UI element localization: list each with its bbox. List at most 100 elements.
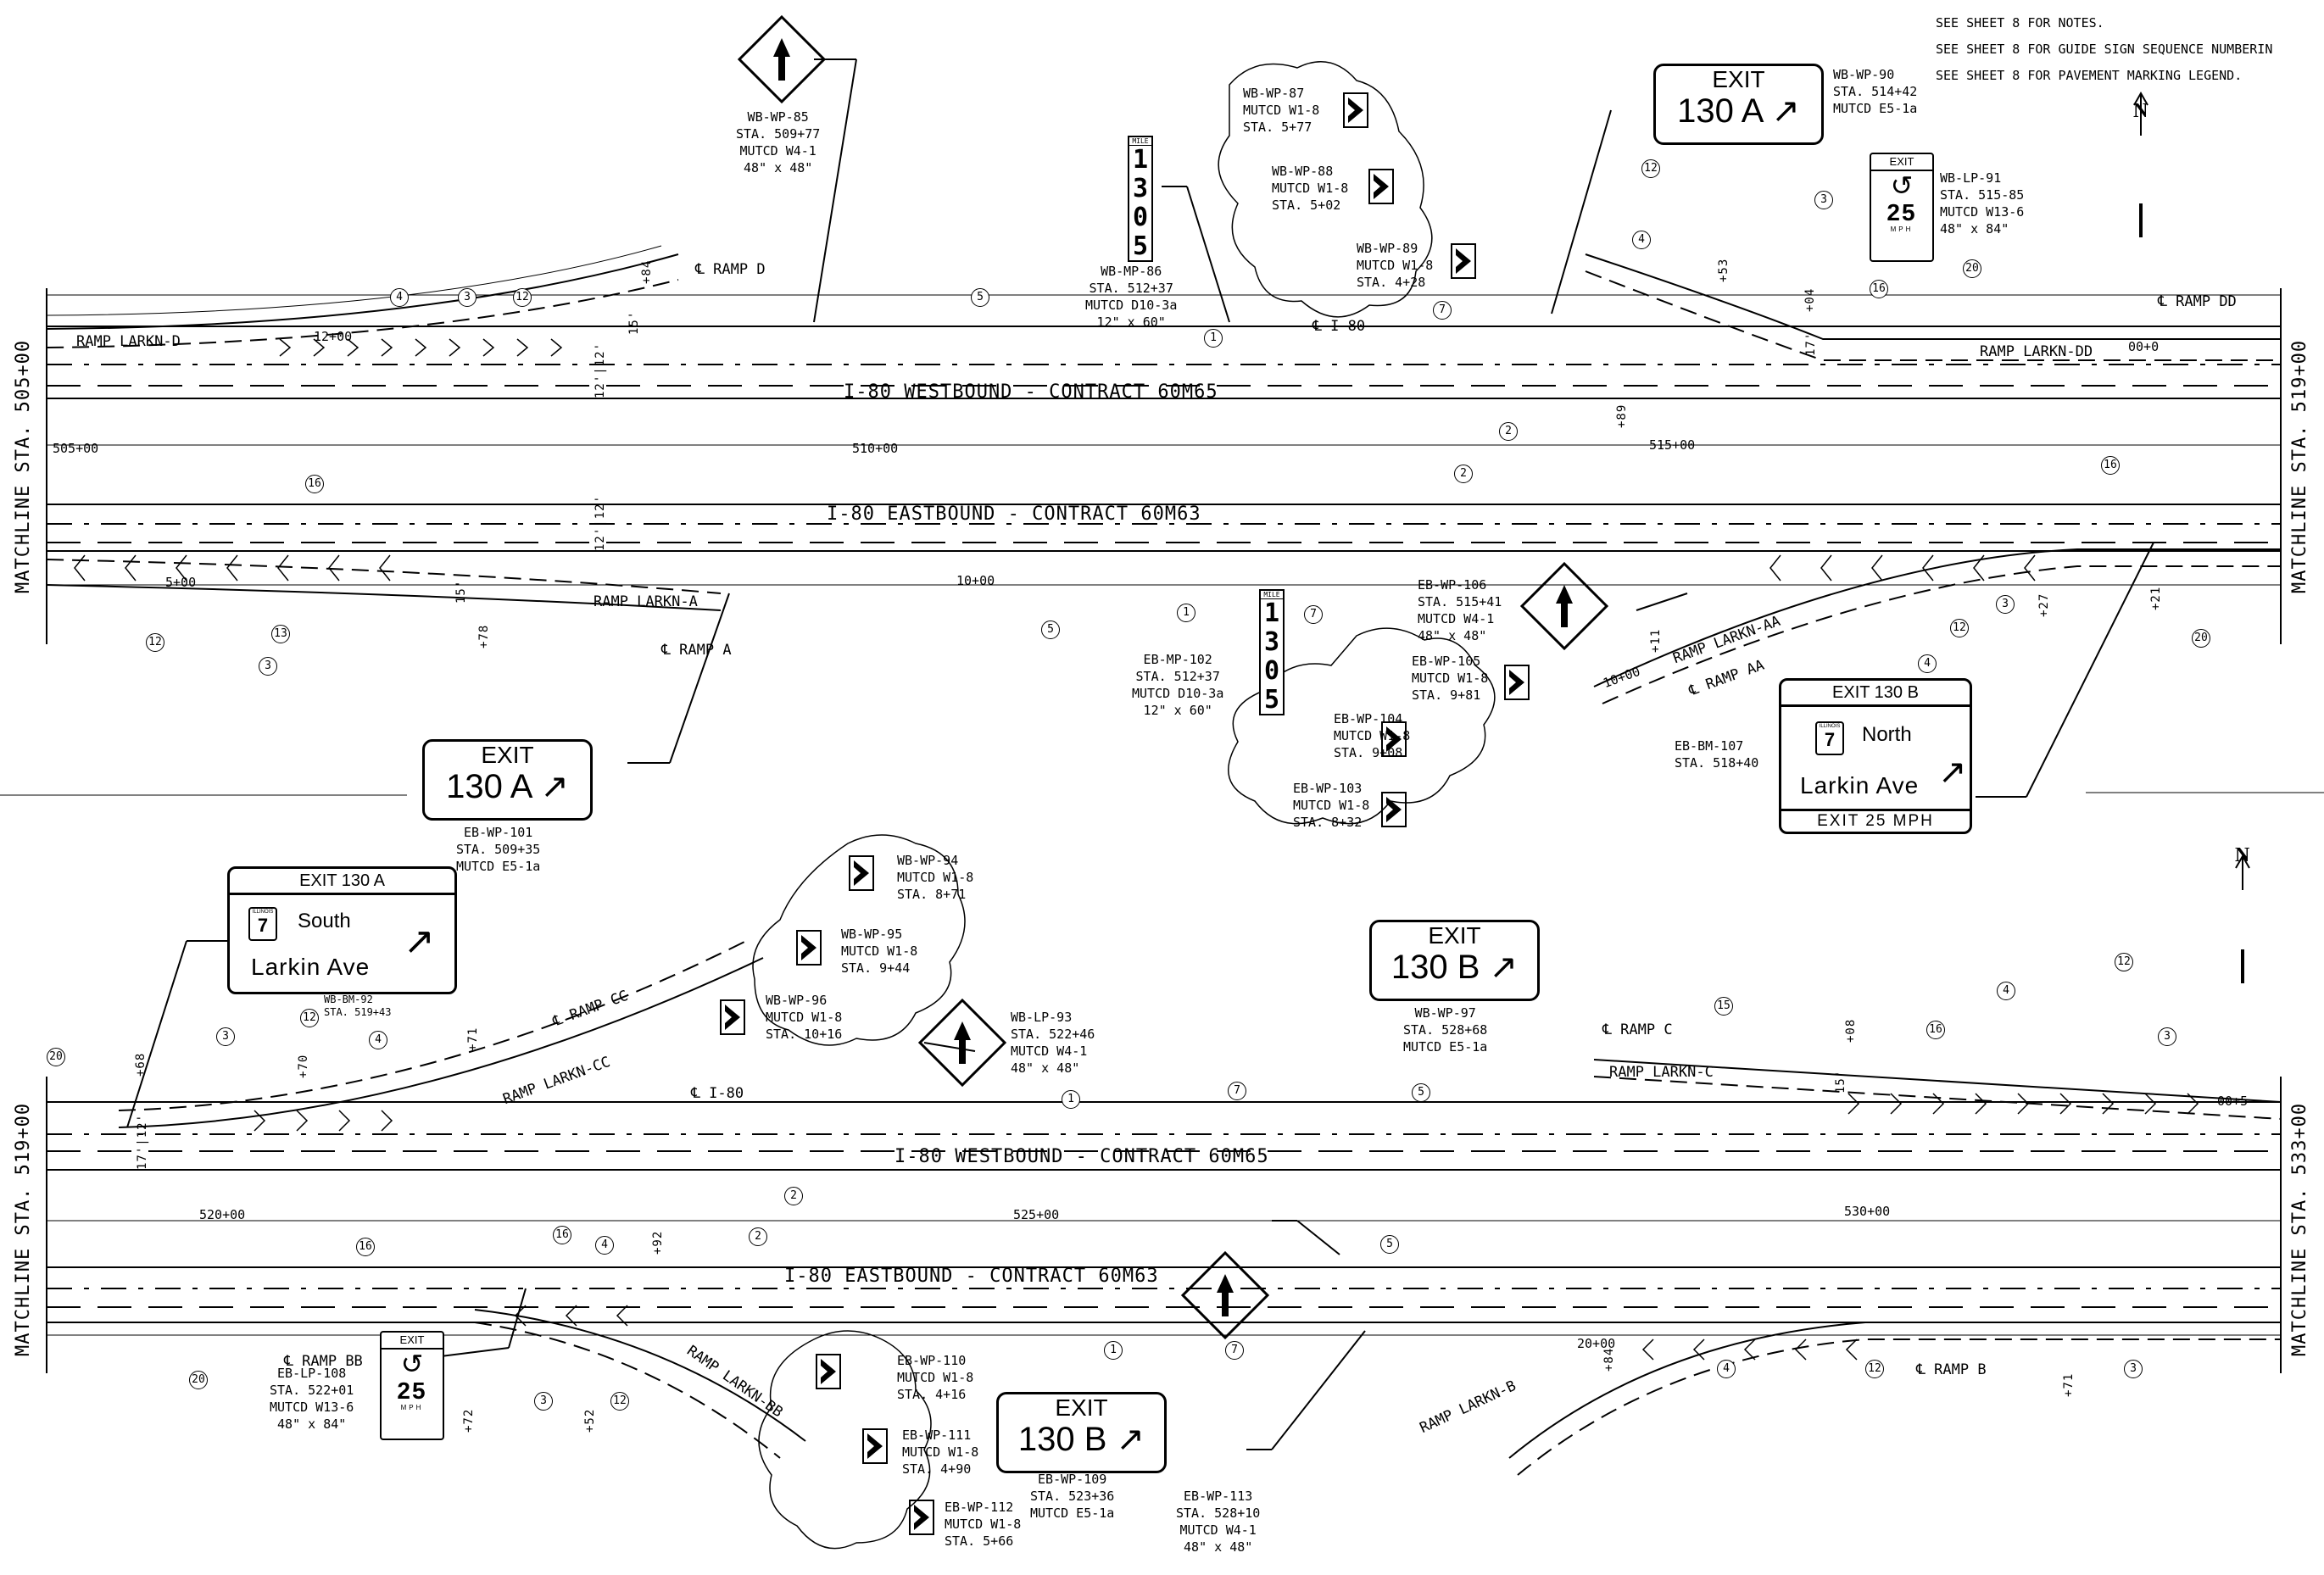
exit-number: 130 A <box>446 768 532 805</box>
legend-callout: 1 <box>1104 1341 1123 1360</box>
station-label: 00+5 <box>2217 1094 2249 1109</box>
ramp-label: RAMP LARKN-D <box>76 333 181 350</box>
station-offset: +53 <box>1717 258 1730 282</box>
north-arrow-label: N <box>2133 100 2148 122</box>
road-label-wb: I-80 WESTBOUND - CONTRACT 60M65 <box>844 381 1218 403</box>
dimension-label: 15' <box>1834 1069 1847 1094</box>
legend-callout: 3 <box>2124 1360 2143 1378</box>
legend-callout: 4 <box>390 288 409 307</box>
loop-arrow-icon: ↺ <box>400 1349 424 1379</box>
station-offset: +04 <box>1803 287 1817 312</box>
legend-callout: 7 <box>1225 1341 1244 1360</box>
dimension-label: 17'|12' <box>136 1113 149 1170</box>
guide-place: Larkin Ave <box>1800 772 1920 799</box>
ramp-centerline-label: ℄ RAMP BB <box>284 1353 363 1370</box>
speed-value: 25 <box>397 1377 427 1404</box>
exit-number: 130 A <box>1677 92 1763 130</box>
sign-callout: WB-WP-85 STA. 509+77 MUTCD W4-1 48" x 48… <box>736 109 821 175</box>
matchline-label: MATCHLINE STA. 505+00 <box>13 339 34 593</box>
station-label: 515+00 <box>1649 437 1696 453</box>
sign-callout: EB-LP-108 STA. 522+01 MUTCD W13-6 48" x … <box>270 1366 354 1432</box>
arrow-up-right-icon: ↗ <box>404 921 435 962</box>
sign-callout: WB-WP-97 STA. 528+68 MUTCD E5-1a <box>1403 1005 1488 1055</box>
station-label: 20+00 <box>1577 1336 1616 1351</box>
exit-speed-sign: EXIT ↺ 25 MPH <box>380 1331 444 1440</box>
exit-number: 130 B <box>1017 1421 1107 1458</box>
station-offset: +68 <box>134 1052 148 1077</box>
legend-callout: 12 <box>513 288 532 307</box>
exit-number: 130 B <box>1390 949 1480 986</box>
speed-unit: MPH <box>1890 225 1914 233</box>
legend-callout: 2 <box>749 1227 767 1246</box>
station-offset: +21 <box>2149 586 2163 610</box>
legend-callout: 3 <box>259 657 277 676</box>
sign-callout: EB-WP-113 STA. 528+10 MUTCD W4-1 48" x 4… <box>1176 1489 1261 1555</box>
matchline-label: MATCHLINE STA. 519+00 <box>13 1102 34 1356</box>
exit-sign-130a: EXIT 130 A ↗ <box>1653 64 1824 145</box>
legend-callout: 1 <box>1177 604 1195 622</box>
sign-callout: EB-WP-105 MUTCD W1-8 STA. 9+81 <box>1412 654 1489 703</box>
sign-callout: EB-WP-112 MUTCD W1-8 STA. 5+66 <box>945 1500 1022 1549</box>
mile-marker-sign: MILE 1 3 0 5 <box>1128 136 1153 262</box>
station-label: 530+00 <box>1844 1204 1891 1219</box>
legend-callout: 12 <box>146 633 164 652</box>
sign-callout: WB-MP-86 STA. 512+37 MUTCD D10-3a 12" x … <box>1085 264 1178 330</box>
legend-callout: 4 <box>1632 231 1651 249</box>
station-label: 520+00 <box>199 1207 246 1222</box>
sign-callout: WB-WP-89 MUTCD W1-8 STA. 4+28 <box>1357 241 1434 290</box>
road-label-eb: I-80 EASTBOUND - CONTRACT 60M63 <box>827 504 1201 525</box>
sign-callout: EB-MP-102 STA. 512+37 MUTCD D10-3a 12" x… <box>1132 652 1224 718</box>
guide-direction: South <box>298 910 351 932</box>
dimension-label: 12'|12' <box>594 494 607 551</box>
i80-centerline-label: ℄ I-80 <box>1312 318 1366 335</box>
sign-callout: WB-WP-94 MUTCD W1-8 STA. 8+71 <box>897 853 974 902</box>
station-label: 5+00 <box>165 575 197 590</box>
guide-footer: EXIT 25 MPH <box>1781 809 1970 832</box>
exit-word: EXIT <box>481 742 534 768</box>
station-label: 510+00 <box>852 441 899 456</box>
matchline-label: MATCHLINE STA. 519+00 <box>2289 339 2310 593</box>
legend-callout: 7 <box>1304 605 1323 624</box>
sign-callout: WB-BM-92 STA. 519+43 <box>324 993 392 1018</box>
station-offset: +52 <box>583 1408 597 1433</box>
station-label: 10+00 <box>956 573 995 588</box>
station-offset: +11 <box>1649 628 1663 653</box>
legend-callout: 4 <box>369 1031 387 1049</box>
station-offset: +71 <box>2062 1372 2076 1397</box>
legend-callout: 4 <box>1717 1360 1736 1378</box>
guide-direction: North <box>1862 723 1912 746</box>
legend-callout: 20 <box>189 1371 208 1389</box>
exit-word: EXIT <box>1055 1394 1108 1421</box>
ramp-label: RAMP LARKN-A <box>594 593 698 610</box>
legend-callout: 3 <box>1814 191 1833 209</box>
legend-callout: 5 <box>971 288 989 307</box>
station-offset: +89 <box>1615 403 1629 428</box>
sign-callout: EB-WP-106 STA. 515+41 MUTCD W4-1 48" x 4… <box>1418 577 1502 643</box>
ramp-centerline-label: ℄ RAMP B <box>1916 1361 1987 1378</box>
legend-callout: 4 <box>1918 654 1937 673</box>
dimension-label: 12'|12' <box>594 342 607 398</box>
sign-callout: WB-WP-87 MUTCD W1-8 STA. 5+77 <box>1243 86 1320 135</box>
sign-callout: WB-WP-95 MUTCD W1-8 STA. 9+44 <box>841 927 918 976</box>
legend-callout: 16 <box>1926 1021 1945 1039</box>
legend-callout: 20 <box>47 1048 65 1066</box>
sign-callout: WB-WP-96 MUTCD W1-8 STA. 10+16 <box>766 993 843 1042</box>
legend-callout: 4 <box>1997 982 2015 1000</box>
exit-word: EXIT <box>1712 66 1765 92</box>
exit-sign-130b: EXIT 130 B ↗ <box>1369 920 1540 1001</box>
legend-callout: 12 <box>1865 1360 1884 1378</box>
legend-callout: 4 <box>595 1236 614 1255</box>
legend-callout: 12 <box>2115 953 2133 971</box>
legend-callout: 1 <box>1204 329 1223 348</box>
note-line: SEE SHEET 8 FOR GUIDE SIGN SEQUENCE NUMB… <box>1936 42 2273 57</box>
sign-callout: EB-WP-110 MUTCD W1-8 STA. 4+16 <box>897 1353 974 1402</box>
note-line: SEE SHEET 8 FOR NOTES. <box>1936 15 2104 31</box>
sign-callout: WB-WP-90 STA. 514+42 MUTCD E5-1a <box>1833 67 1918 116</box>
station-offset: +92 <box>651 1230 665 1255</box>
legend-callout: 5 <box>1412 1083 1430 1102</box>
legend-callout: 7 <box>1433 301 1452 320</box>
